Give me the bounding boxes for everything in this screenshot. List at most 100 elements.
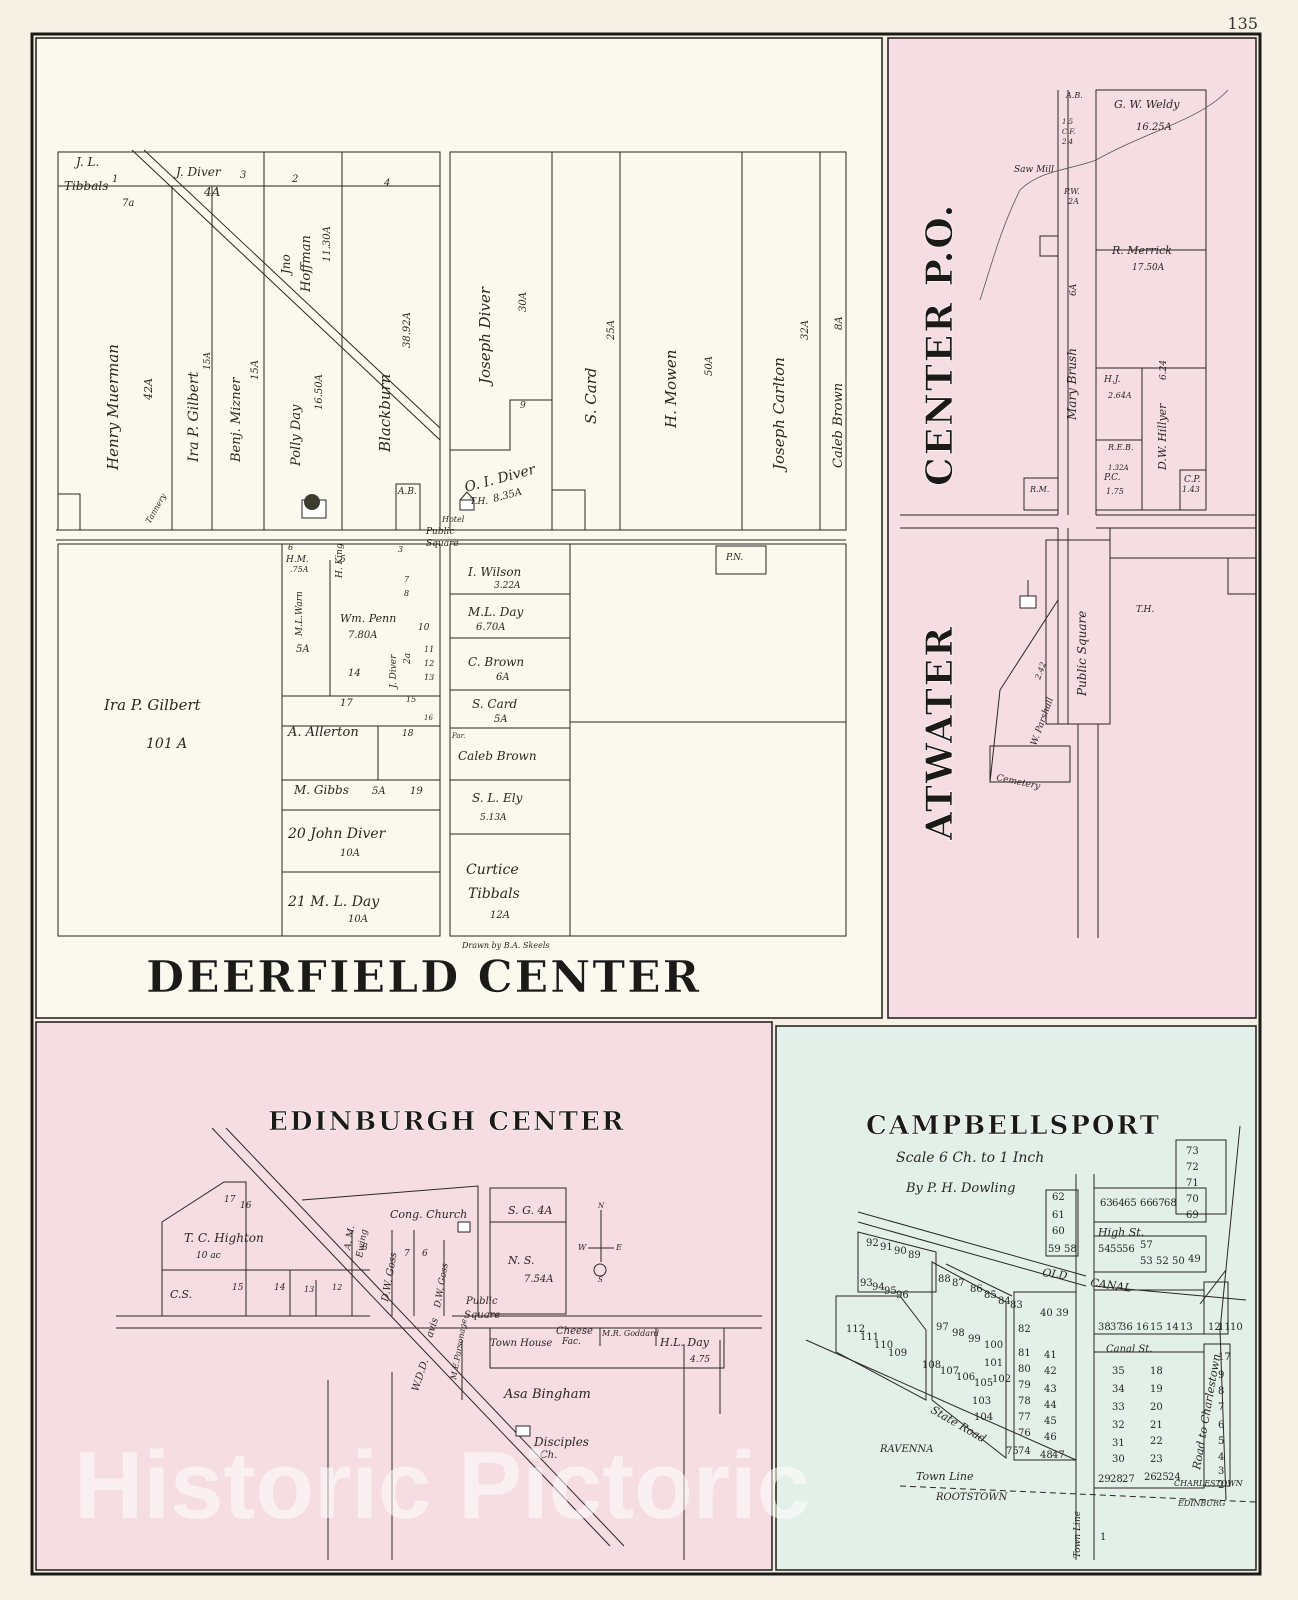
label-hm: H.M. — [285, 555, 309, 565]
lot-number: 27 — [1122, 1474, 1135, 1485]
label-n24: 2.4 — [1061, 138, 1073, 146]
lot-number: 105 — [974, 1378, 993, 1389]
page-number: 135 — [1227, 14, 1258, 33]
lot-number: 69 — [1186, 1210, 1199, 1221]
lot-number: 34 — [1112, 1384, 1125, 1395]
label-n7: 7 — [404, 575, 410, 584]
lot-number: 68 — [1164, 1198, 1177, 1209]
label-wmpenn-a: 7.80A — [348, 630, 378, 641]
lot-number: 1 — [1100, 1532, 1106, 1543]
label-pw: P.W. — [1063, 187, 1080, 196]
label-rm: R.M. — [1029, 485, 1049, 494]
label-n8: 8 — [362, 1243, 368, 1253]
church-icon — [301, 494, 327, 519]
label-hj-a: 2.64A — [1107, 391, 1132, 400]
lot-number: 16 — [1136, 1322, 1149, 1333]
campbellsport-map — [775, 1025, 1257, 1571]
atwater-center-map — [887, 37, 1257, 1019]
deerfield-center-map — [35, 37, 883, 1019]
label-square: Square — [464, 1310, 500, 1321]
label-n11: 11 — [424, 645, 434, 654]
lot-number: 17 — [1218, 1352, 1231, 1363]
label-john-a: 10A — [340, 848, 360, 859]
lot-number: 6 — [1218, 1420, 1224, 1431]
label-jl-7a: 7a — [122, 198, 134, 209]
label-mlwarn-a: 5A — [296, 644, 310, 655]
label-n15: 15 — [406, 695, 416, 704]
lot-number: 79 — [1018, 1380, 1031, 1391]
label-john: 20 John Diver — [287, 826, 387, 842]
label-jl: J. L. — [73, 155, 99, 169]
lot-number: 108 — [922, 1360, 941, 1371]
label-hm-a: .75A — [290, 565, 309, 574]
label-mlwarn: M.L.Warn — [295, 591, 305, 637]
label-allerton: A. Allerton — [287, 725, 359, 740]
lot-number: 35 — [1112, 1366, 1125, 1377]
lot-number: 18 — [1150, 1366, 1163, 1377]
label-wilson-a: 3.22A — [494, 581, 521, 591]
lot-number: 64 — [1112, 1198, 1125, 1209]
atwater-title: ATWATER — [919, 625, 961, 841]
lot-number: 67 — [1152, 1198, 1165, 1209]
lot-number: 106 — [956, 1372, 975, 1383]
label-reb-a: 1.32A — [1108, 464, 1129, 472]
lot-number: 28 — [1110, 1474, 1123, 1485]
label-th: T.H. — [1136, 605, 1154, 615]
label-brush-a: 6A — [1069, 283, 1079, 296]
label-n1: 1 — [112, 174, 118, 185]
lot-number: 77 — [1018, 1412, 1031, 1423]
label-n8: 8 — [404, 589, 409, 598]
label-ira-big: Ira P. Gilbert — [103, 696, 202, 714]
label-n3: 3 — [398, 545, 403, 554]
lot-number: 73 — [1186, 1146, 1199, 1157]
label-n15: 15 — [232, 1283, 244, 1293]
lot-number: 4 — [1218, 1452, 1224, 1463]
label-cbrown: C. Brown — [468, 655, 524, 669]
label-reb: R.E.B. — [1107, 443, 1133, 452]
lot-number: 61 — [1052, 1210, 1065, 1221]
label-cp-a: 1.43 — [1182, 485, 1200, 494]
lot-number: 95 — [884, 1286, 897, 1297]
label-townhouse: Town House — [490, 1338, 552, 1349]
label-n14: 14 — [348, 668, 361, 679]
label-canal-st: Canal St. — [1106, 1344, 1152, 1355]
lot-number: 88 — [938, 1274, 951, 1285]
label-ab: A.B. — [397, 487, 417, 497]
label-pw-a: 2A — [1067, 197, 1079, 206]
label-ch: Ch. — [540, 1450, 557, 1461]
campbellsport-title: CAMPBELLSPORT — [866, 1111, 1161, 1141]
label-goddard: M.R. Goddard — [601, 1329, 659, 1338]
lot-number: 96 — [896, 1290, 909, 1301]
lot-number: 86 — [970, 1284, 983, 1295]
label-n10: 10 — [418, 623, 430, 633]
label-hlday-a: 4.75 — [689, 1355, 710, 1365]
label-n5: 5 — [340, 555, 346, 565]
lot-number: 99 — [968, 1334, 981, 1345]
label-hillyer-a: 6.24 — [1159, 360, 1169, 380]
label-compass-n: N — [597, 1202, 605, 1210]
atwater-subtitle: CENTER P.O. — [919, 203, 961, 486]
label-scard2: S. Card — [472, 697, 517, 711]
lot-number: 90 — [894, 1246, 907, 1257]
lot-number: 11 — [1218, 1322, 1231, 1333]
label-am: A. M. — [343, 1225, 357, 1252]
label-n7: 7 — [404, 1249, 410, 1259]
deerfield-title: DEERFIELD CENTER — [146, 952, 701, 1003]
label-sawmill: Saw Mill — [1014, 165, 1054, 175]
lot-number: 8 — [1218, 1386, 1224, 1397]
label-n17: 17 — [224, 1195, 236, 1205]
label-n6: 6 — [422, 1249, 428, 1259]
label-par: Par. — [451, 732, 465, 740]
edinburgh-title: EDINBURGH CENTER — [268, 1107, 625, 1137]
label-henry-a: 42A — [142, 378, 155, 401]
label-fac: Fac. — [561, 1337, 581, 1347]
lot-number: 48 — [1040, 1450, 1053, 1461]
label-canal: CANAL — [1090, 1276, 1133, 1295]
label-curtice-a: 12A — [490, 910, 510, 921]
church-icon — [515, 1425, 531, 1437]
lot-number: 40 — [1040, 1308, 1053, 1319]
lot-number: 58 — [1064, 1244, 1077, 1255]
label-n6: 6 — [288, 543, 293, 552]
label-n17: 17 — [340, 698, 353, 709]
label-ravenna: RAVENNA — [879, 1444, 934, 1455]
